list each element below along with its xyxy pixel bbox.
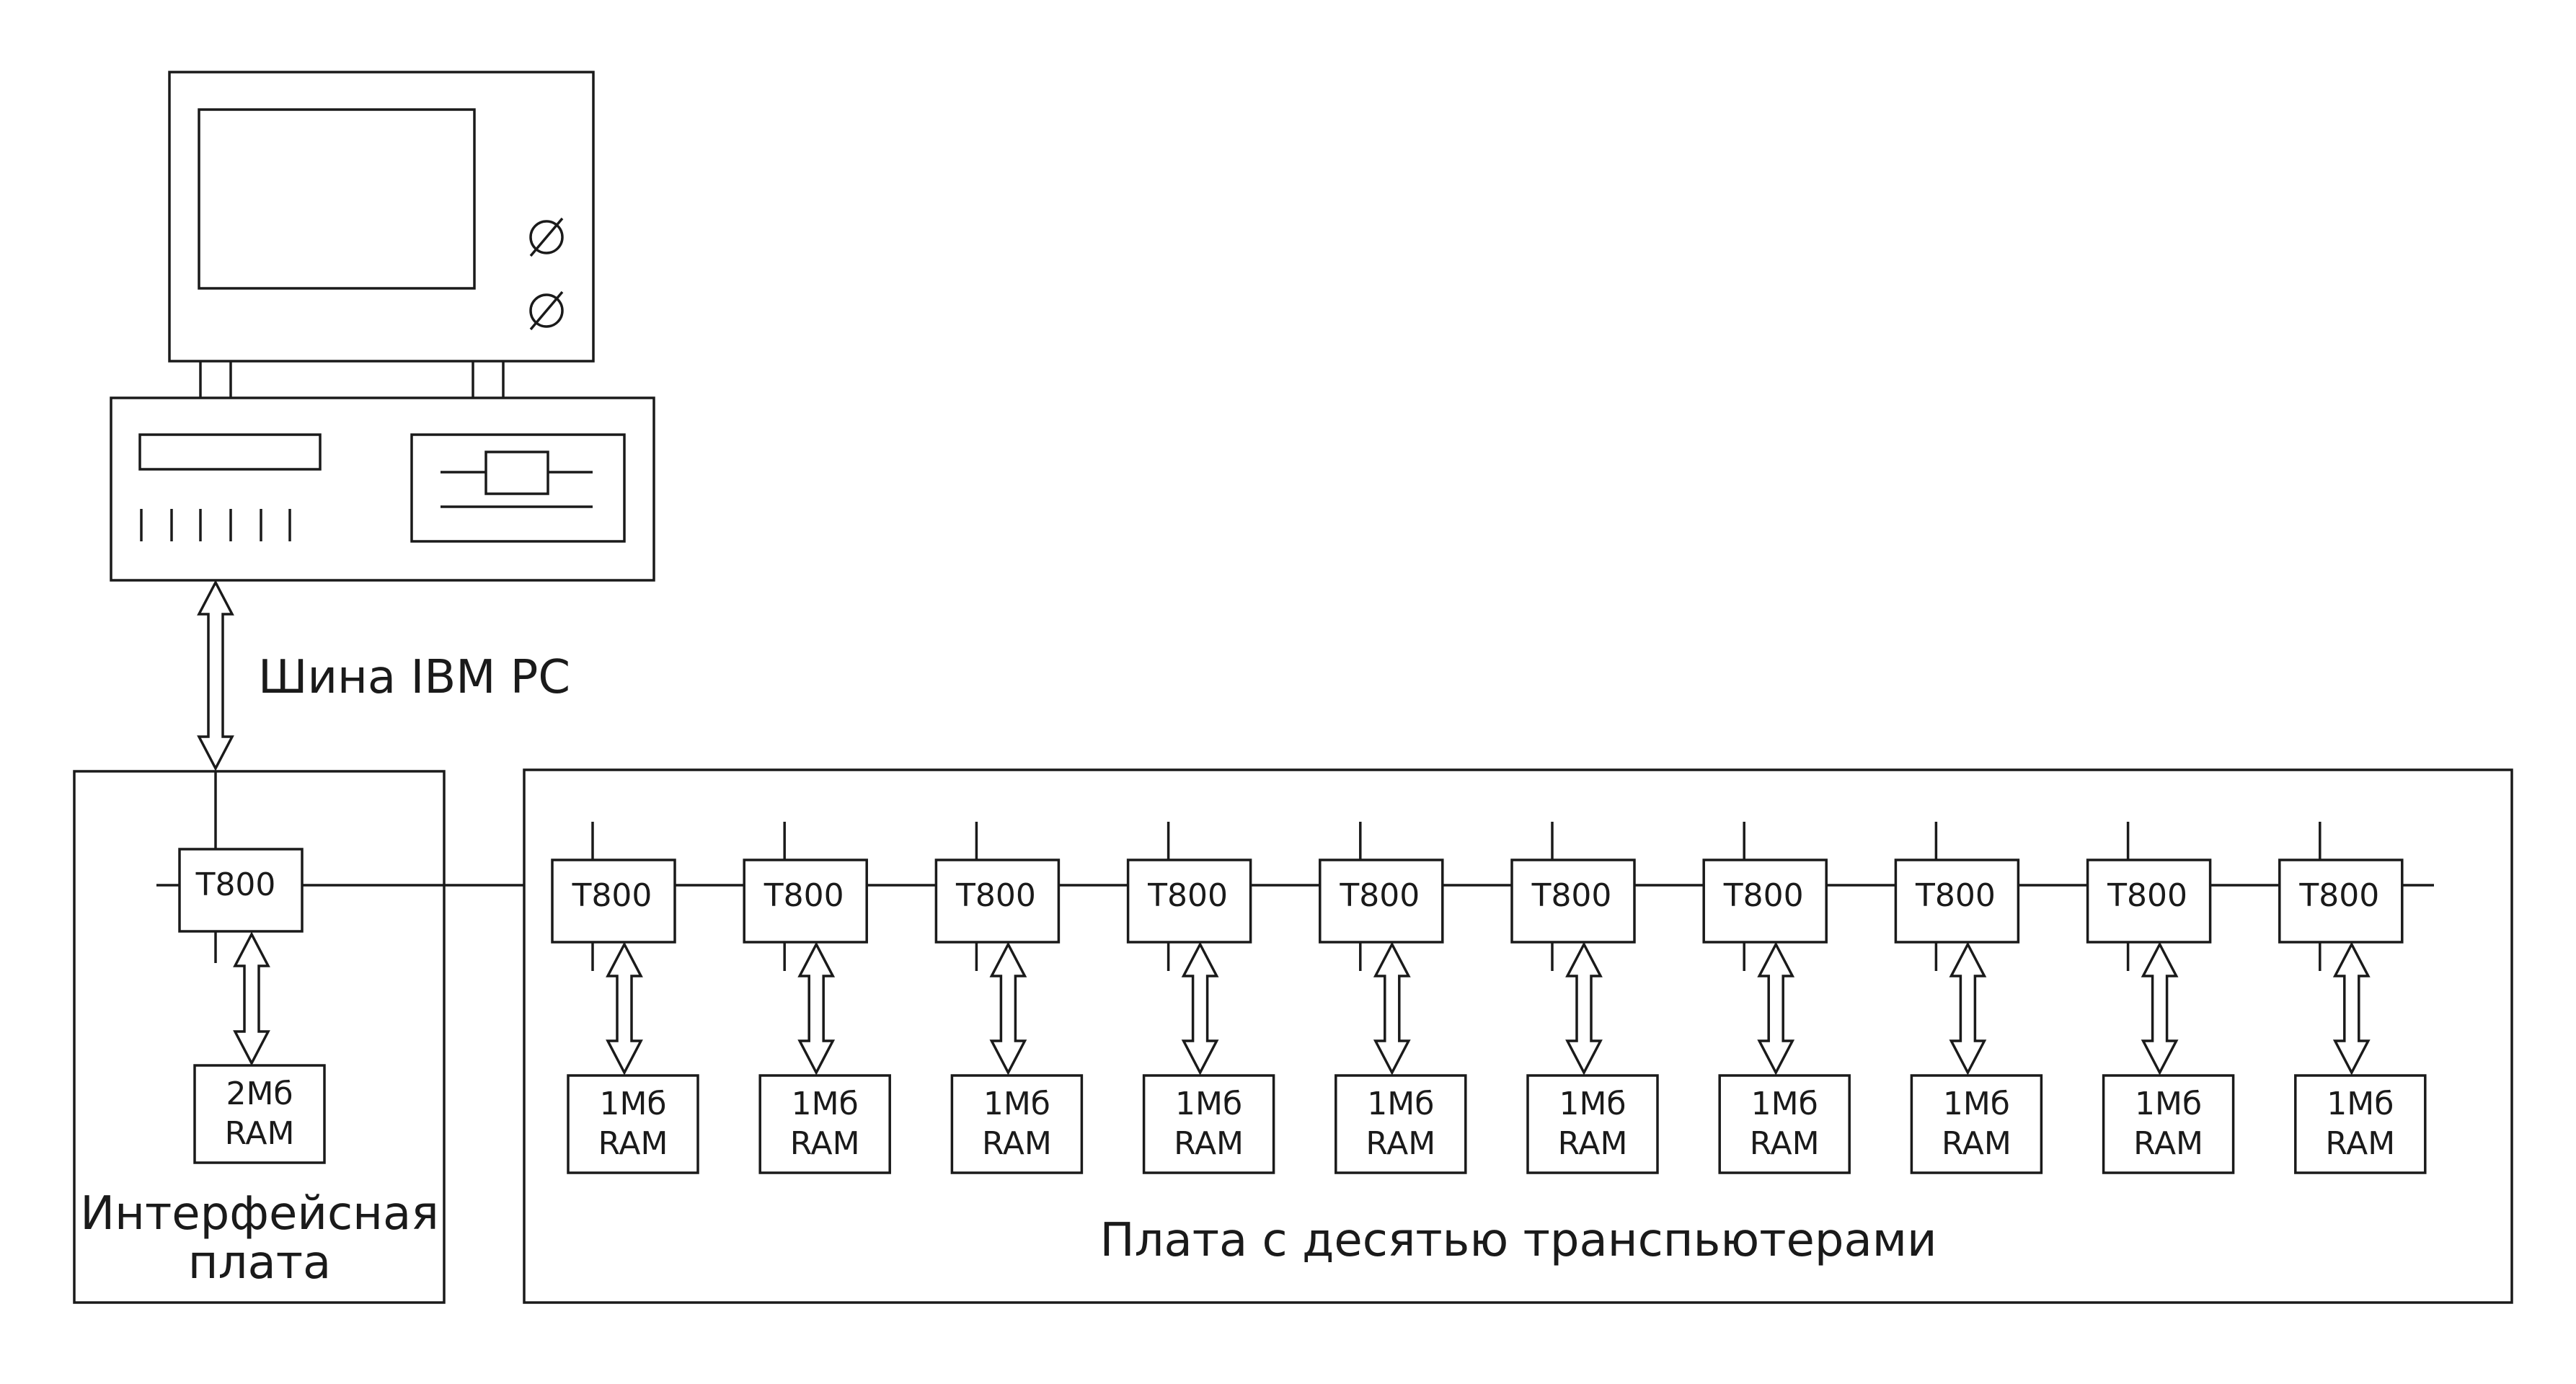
- t800-chip: [1894, 859, 2020, 944]
- interface-board-label-line1: Интерфейсная: [80, 1187, 438, 1241]
- transputer-board-frame: [523, 768, 2513, 1304]
- disk-drive-icon: [410, 433, 626, 543]
- ram-chip: [2102, 1074, 2235, 1174]
- ram-size-label: 1Мб: [2135, 1086, 2202, 1122]
- t800-label: T800: [955, 877, 1036, 914]
- interface-ram-type: RAM: [225, 1115, 295, 1152]
- t800-chip: [1702, 859, 1828, 944]
- ram-chip: [758, 1074, 891, 1174]
- t800-label: T800: [1915, 877, 1996, 914]
- bus-label: Шина IBM PC: [258, 651, 570, 704]
- ram-chip: [1718, 1074, 1851, 1174]
- t800-chip: [2278, 859, 2404, 944]
- t800-label: T800: [2107, 877, 2187, 914]
- interface-ram-size: 2Мб: [226, 1075, 293, 1112]
- vent-slots: [140, 509, 291, 541]
- t800-label: T800: [572, 877, 652, 914]
- ram-type-label: RAM: [1558, 1125, 1628, 1162]
- node-ram-arrow: [1949, 941, 1987, 1075]
- ram-type-label: RAM: [1366, 1125, 1435, 1162]
- ram-chip: [1910, 1074, 2043, 1174]
- system-unit: [110, 396, 655, 582]
- interface-board: T800 2Мб RAM Интерфейсная плата: [73, 770, 554, 1304]
- ram-type-label: RAM: [1942, 1125, 2011, 1162]
- t800-label: T800: [1339, 877, 1420, 914]
- ram-chip: [1335, 1074, 1467, 1174]
- node-ram-arrow: [1181, 941, 1219, 1075]
- t800-chip: [1126, 859, 1252, 944]
- ram-type-label: RAM: [1750, 1125, 1820, 1162]
- ram-size-label: 1Мб: [983, 1086, 1050, 1122]
- floppy-drive-slot: [138, 433, 322, 471]
- ram-size-label: 1Мб: [1175, 1086, 1242, 1122]
- ram-size-label: 1Мб: [792, 1086, 859, 1122]
- interface-ram-chip: [193, 1064, 326, 1164]
- t800-chip: [743, 859, 868, 944]
- t800-chip: [551, 859, 676, 944]
- node-ram-arrow: [1565, 941, 1603, 1075]
- node-ram-arrow: [606, 941, 643, 1075]
- ibm-pc-computer: [110, 71, 655, 582]
- ram-type-label: RAM: [982, 1125, 1052, 1162]
- t800-label: T800: [1723, 877, 1804, 914]
- ram-size-label: 1Мб: [1751, 1086, 1818, 1122]
- ram-size-label: 1Мб: [1943, 1086, 2010, 1122]
- transputer-board: T8001МбRAMT8001МбRAMT8001МбRAMT8001МбRAM…: [523, 768, 2513, 1304]
- ram-chip: [1142, 1074, 1275, 1174]
- ram-size-label: 1Мб: [2327, 1086, 2394, 1122]
- ram-type-label: RAM: [2133, 1125, 2203, 1162]
- node-ram-arrow: [2332, 941, 2371, 1075]
- ram-chip: [2294, 1074, 2427, 1174]
- ram-type-label: RAM: [790, 1125, 860, 1162]
- ram-type-label: RAM: [1174, 1125, 1244, 1162]
- ram-chip: [950, 1074, 1084, 1174]
- interface-board-label-line2: плата: [188, 1236, 331, 1290]
- interface-ram-arrow: [233, 931, 270, 1066]
- t800-chip: [1510, 859, 1636, 944]
- node-ram-arrow: [1757, 941, 1795, 1075]
- node-ram-arrow: [797, 941, 836, 1075]
- ram-size-label: 1Мб: [599, 1086, 666, 1122]
- ram-size-label: 1Мб: [1367, 1086, 1434, 1122]
- monitor: [168, 71, 595, 363]
- monitor-screen: [198, 108, 476, 290]
- t800-label: T800: [1147, 877, 1228, 914]
- ram-type-label: RAM: [2325, 1125, 2395, 1162]
- transputer-board-label: Плата с десятью транспьютерами: [1099, 1214, 1937, 1267]
- node-ram-arrow: [1373, 941, 1411, 1075]
- monitor-knob-icon: [529, 290, 564, 331]
- t800-chip: [2086, 859, 2212, 944]
- ram-size-label: 1Мб: [1559, 1086, 1626, 1122]
- t800-chip: [1319, 859, 1444, 944]
- ram-type-label: RAM: [598, 1125, 668, 1162]
- ram-chip: [567, 1074, 699, 1174]
- t800-label: T800: [763, 877, 844, 914]
- monitor-stand: [199, 361, 505, 398]
- ram-chip: [1526, 1074, 1659, 1174]
- interface-t800-label: T800: [195, 866, 276, 903]
- interface-t800-chip: [178, 848, 304, 933]
- node-ram-arrow: [989, 941, 1027, 1075]
- ibm-pc-bus-arrow: [197, 580, 234, 771]
- node-ram-arrow: [2141, 941, 2179, 1075]
- t800-label: T800: [2298, 877, 2379, 914]
- t800-label: T800: [1531, 877, 1612, 914]
- t800-chip: [934, 859, 1061, 944]
- monitor-knob-icon: [529, 217, 564, 257]
